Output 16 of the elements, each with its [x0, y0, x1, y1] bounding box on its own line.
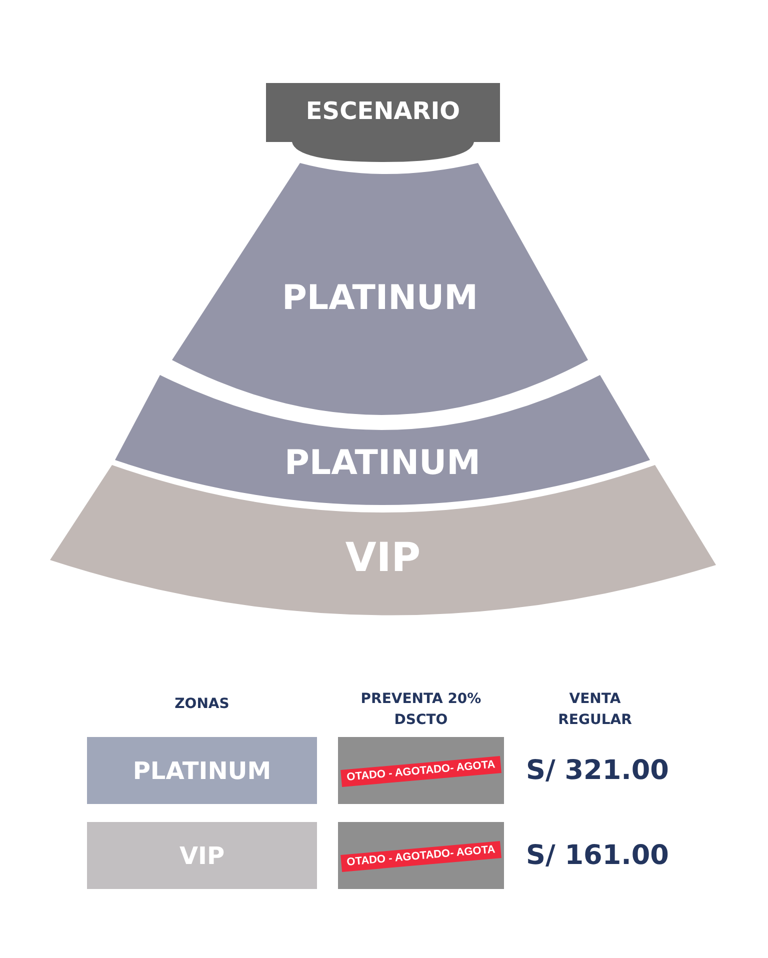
column-header: PREVENTA 20% DSCTO [360, 690, 482, 730]
zone-label: VIP [344, 535, 422, 581]
price-text: S/ 161.00 [525, 840, 670, 871]
zone-label: PLATINUM [281, 278, 479, 318]
zone-name-cell: PLATINUM [87, 737, 317, 804]
seating-zone [172, 163, 588, 416]
zone-name-cell: VIP [87, 822, 317, 889]
seating-zone [115, 375, 650, 505]
zone-label: PLATINUM [284, 443, 482, 483]
column-header: ZONAS [174, 695, 230, 714]
stage-shape [266, 83, 500, 163]
price-text: S/ 321.00 [525, 755, 670, 786]
zone-label: ESCENARIO [304, 97, 462, 125]
sold-out-banner: OTADO - AGOTADO- AGOTA [340, 841, 502, 872]
sold-out-banner: OTADO - AGOTADO- AGOTA [340, 756, 502, 787]
column-header: VENTA REGULAR [557, 690, 633, 730]
